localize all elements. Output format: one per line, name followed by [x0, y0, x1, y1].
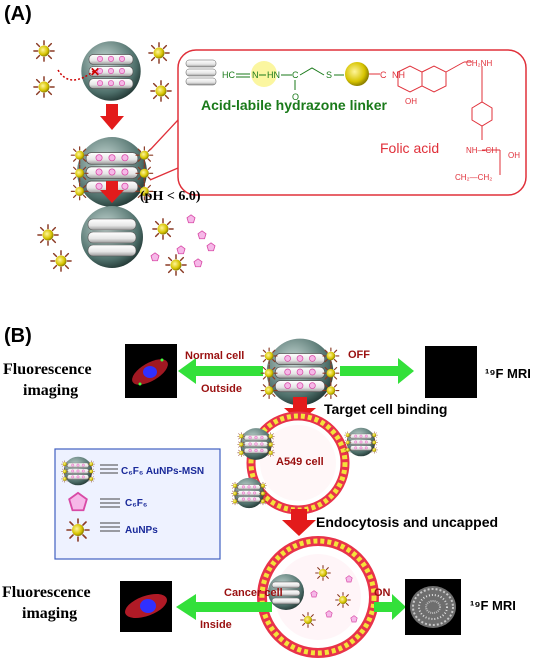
msn-released-bottom	[81, 206, 143, 268]
chem-c2: C	[380, 70, 387, 80]
inside-label: Inside	[200, 619, 232, 631]
panel-b-label: (B)	[4, 325, 32, 347]
legend-item2: C₆F₆	[125, 498, 147, 509]
chem-oh: OH	[405, 97, 417, 106]
normal-cell-label: Normal cell	[185, 350, 244, 362]
ph-label: (pH < 6.0)	[140, 189, 201, 204]
fluorescence-bottom-line1: Fluorescence	[2, 584, 91, 601]
on-label: ON	[374, 587, 391, 599]
legend-lines-1	[100, 464, 118, 474]
red-arrow-a1	[100, 104, 124, 130]
svg-text:✕: ✕	[90, 65, 100, 79]
legend-item1: C₆F₆ AuNPs-MSN	[121, 466, 204, 477]
chem-c: C	[292, 70, 299, 80]
red-arrow-b2	[282, 509, 316, 536]
folic-acid-label: Folic acid	[380, 140, 439, 156]
fluorescence-top-line2: imaging	[23, 382, 78, 399]
linker-label: Acid-labile hydrazone linker	[201, 97, 387, 113]
endocytosis-label: Endocytosis and uncapped	[316, 514, 498, 530]
chem-o: O	[292, 92, 299, 102]
green-arrow-on	[374, 594, 406, 620]
target-binding-label: Target cell binding	[324, 401, 447, 417]
fluorescence-top-line1: Fluorescence	[3, 361, 92, 378]
chem-hc: HC	[222, 70, 235, 80]
cancer-cell-endosome	[257, 536, 379, 658]
a549-label: A549 cell	[276, 456, 324, 468]
chem-n: N	[252, 70, 259, 80]
off-label: OFF	[348, 349, 370, 361]
legend-lines-2	[100, 498, 120, 508]
green-arrow-off	[340, 358, 414, 384]
outside-label: Outside	[201, 383, 242, 395]
chem-s: S	[326, 70, 332, 80]
callout-connector	[149, 119, 179, 181]
uncapped-msn-inside	[268, 574, 304, 610]
chem-hn: HN	[267, 70, 280, 80]
chem-cooh-oh: OH	[508, 151, 520, 160]
green-arrow-cancer-cell	[176, 594, 272, 620]
linker-structure: HC N HN C O S C NH	[185, 59, 405, 102]
green-arrow-normal-cell	[178, 358, 263, 384]
mri-image-top	[425, 346, 477, 398]
chem-nh-ch: NH—CH	[466, 146, 497, 155]
a549-cell	[246, 411, 350, 515]
legend-item3: AuNPs	[125, 525, 158, 536]
legend-aunp-icon	[66, 518, 90, 542]
cancer-cell-label: Cancer cell	[224, 587, 283, 599]
mri-bottom-label: ¹⁹F MRI	[470, 598, 516, 613]
chem-ch2nh: CH₂NH	[466, 59, 492, 68]
msn-uncapped-top: ✕	[57, 40, 142, 102]
panel-a-label: (A)	[4, 3, 32, 25]
legend-lines-3	[100, 522, 120, 532]
msn-capped-b-top	[261, 339, 339, 406]
folic-acid-structure	[397, 61, 501, 175]
fluorescence-bottom-line2: imaging	[22, 605, 77, 622]
red-arrow-a2	[100, 181, 124, 203]
chem-ch2ch2: CH₂—CH₂	[455, 173, 492, 182]
mri-top-label: ¹⁹F MRI	[485, 366, 531, 381]
